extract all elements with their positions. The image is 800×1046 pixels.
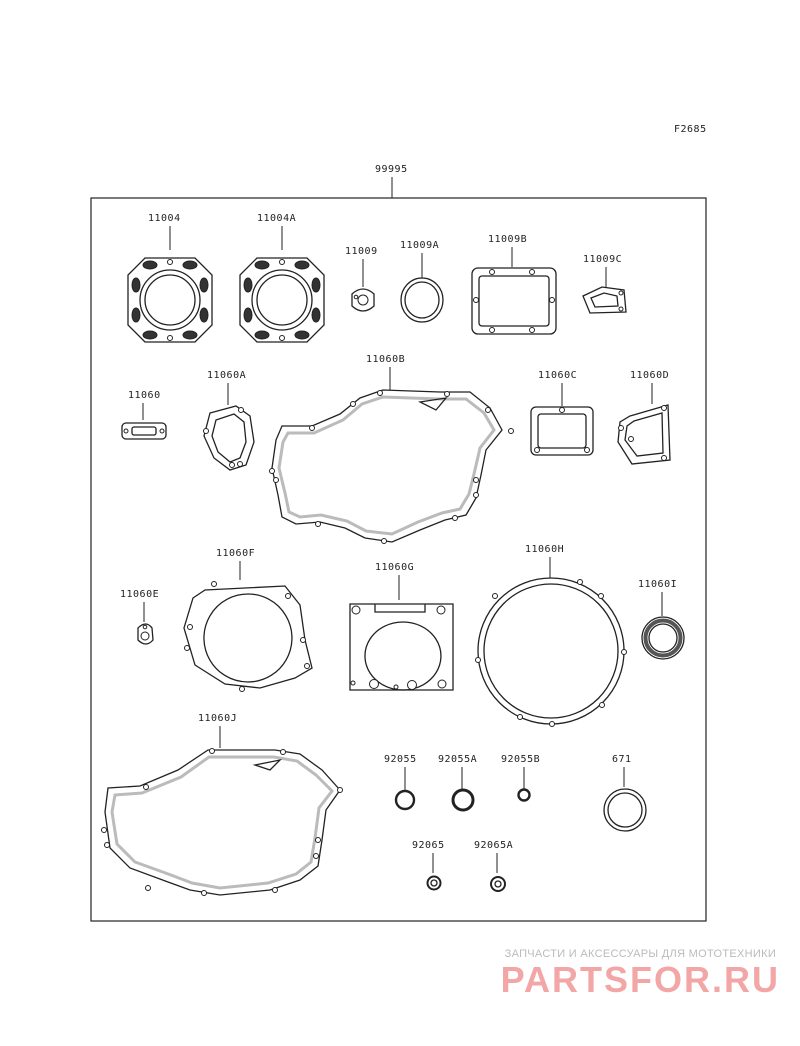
part-label-11060G: 11060G: [375, 562, 414, 573]
part-label-671: 671: [612, 754, 632, 765]
part-label-11060B: 11060B: [366, 354, 405, 365]
part-671[interactable]: 671: [603, 754, 647, 832]
part-label-92055: 92055: [384, 754, 417, 765]
bolt-holes: [131, 259, 209, 341]
part-11060J[interactable]: 11060J: [101, 713, 343, 896]
part-11004A[interactable]: 11004A: [239, 213, 325, 343]
part-label-11004A: 11004A: [257, 213, 296, 224]
part-11060I[interactable]: 11060I: [638, 579, 685, 660]
part-11060[interactable]: 11060: [121, 390, 167, 440]
part-label-11060C: 11060C: [538, 370, 577, 381]
part-label-11060H: 11060H: [525, 544, 564, 555]
part-11060E[interactable]: 11060E: [120, 589, 159, 645]
part-11009[interactable]: 11009: [345, 246, 378, 312]
part-label-92065A: 92065A: [474, 840, 513, 851]
part-label-11060I: 11060I: [638, 579, 677, 590]
part-92055[interactable]: 92055: [384, 754, 417, 811]
part-92055A[interactable]: 92055A: [438, 754, 477, 812]
watermark-tagline: ЗАПЧАСТИ И АКСЕССУАРЫ ДЛЯ МОТОТЕХНИКИ: [504, 948, 777, 960]
part-label-11060A: 11060A: [207, 370, 246, 381]
part-11060A[interactable]: 11060A: [203, 370, 255, 471]
part-label-11009: 11009: [345, 246, 378, 257]
part-11009B[interactable]: 11009B: [471, 234, 557, 335]
part-11060G[interactable]: 11060G: [349, 562, 454, 691]
part-label-92065: 92065: [412, 840, 445, 851]
part-label-11060J: 11060J: [198, 713, 237, 724]
part-label-11060F: 11060F: [216, 548, 255, 559]
part-label-92055A: 92055A: [438, 754, 477, 765]
bolt-holes: [101, 748, 343, 896]
part-label-11060D: 11060D: [630, 370, 669, 381]
bolt-holes: [243, 259, 321, 341]
part-11009A[interactable]: 11009A: [400, 240, 444, 323]
bolt-holes: [350, 605, 447, 690]
part-label-11009A: 11009A: [400, 240, 439, 251]
part-11060H[interactable]: 11060H: [475, 544, 627, 727]
part-label-11009C: 11009C: [583, 254, 622, 265]
watermark-logo: PARTSFOR.RU: [500, 959, 780, 1000]
figure-code: F2685: [674, 124, 707, 135]
part-label-92055B: 92055B: [501, 754, 540, 765]
watermark: ЗАПЧАСТИ И АКСЕССУАРЫ ДЛЯ МОТОТЕХНИКИ PA…: [501, 948, 780, 1000]
assembly-label: 99995: [375, 164, 408, 175]
bolt-holes: [269, 390, 514, 544]
gasket-outline: [127, 257, 213, 343]
part-92065A[interactable]: 92065A: [474, 840, 513, 892]
part-92055B[interactable]: 92055B: [501, 754, 540, 802]
part-11004[interactable]: 11004: [127, 213, 213, 343]
part-92065[interactable]: 92065: [412, 840, 445, 891]
part-11060F[interactable]: 11060F: [183, 548, 313, 692]
part-label-11004: 11004: [148, 213, 181, 224]
bolt-holes: [475, 579, 627, 727]
bolt-holes: [184, 581, 310, 692]
gasket-outline: [239, 257, 325, 343]
part-label-11060E: 11060E: [120, 589, 159, 600]
part-11060D[interactable]: 11060D: [617, 370, 671, 465]
part-11060B[interactable]: 11060B: [269, 354, 514, 544]
part-11060C[interactable]: 11060C: [530, 370, 594, 456]
part-label-11060: 11060: [128, 390, 161, 401]
assembly-frame: [90, 197, 707, 922]
part-label-11009B: 11009B: [488, 234, 527, 245]
part-11009C[interactable]: 11009C: [582, 254, 627, 314]
